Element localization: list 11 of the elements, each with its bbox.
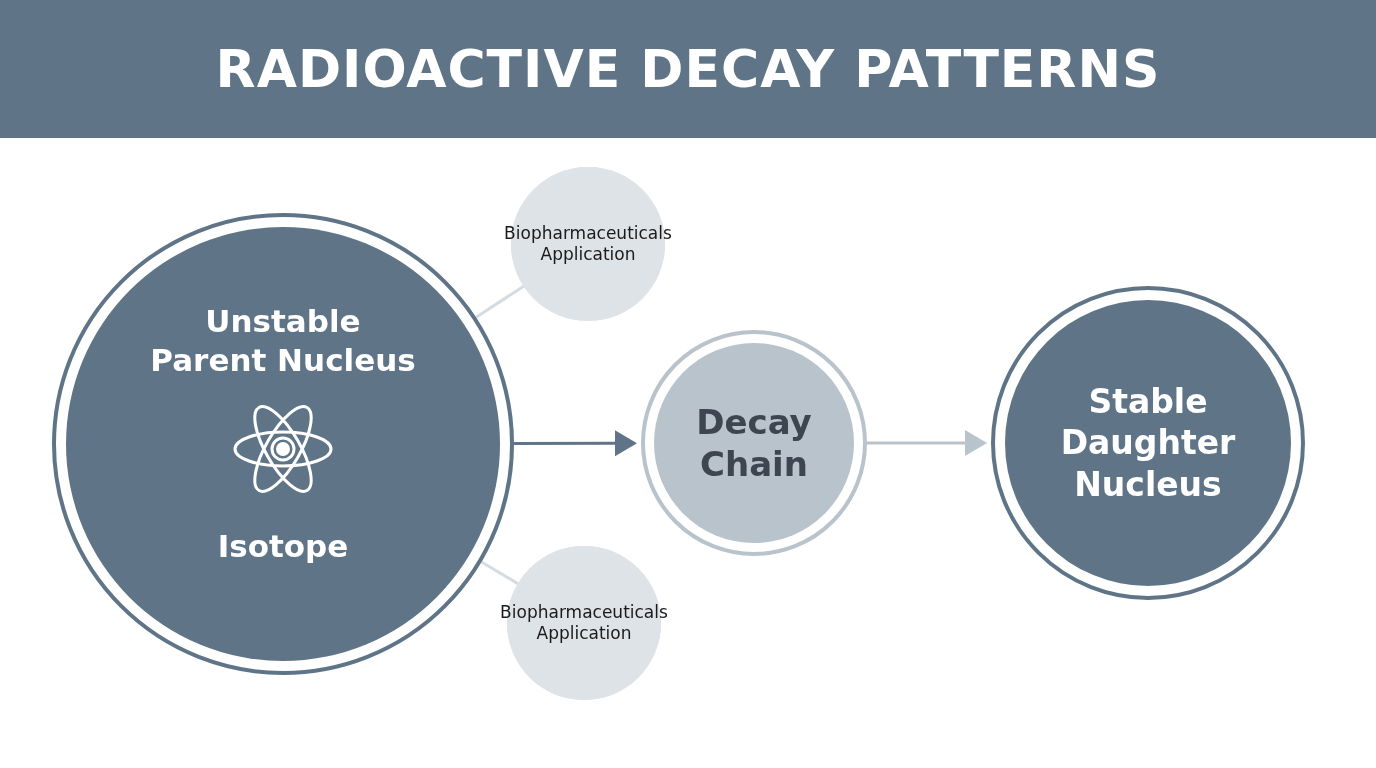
arrow bbox=[867, 430, 987, 456]
node-label: Biopharmaceuticals Application bbox=[499, 601, 669, 645]
arrow bbox=[514, 430, 637, 457]
node-label: Stable Daughter Nucleus bbox=[1059, 381, 1237, 505]
connector-line bbox=[475, 284, 525, 319]
connector-line bbox=[480, 560, 519, 585]
node-label: Biopharmaceuticals Application bbox=[503, 222, 673, 266]
node-sublabel: Isotope bbox=[216, 527, 350, 567]
node-label: Unstable Parent Nucleus bbox=[149, 301, 417, 380]
node-label: Decay Chain bbox=[695, 400, 813, 486]
title: RADIOACTIVE DECAY PATTERNS bbox=[215, 39, 1161, 99]
